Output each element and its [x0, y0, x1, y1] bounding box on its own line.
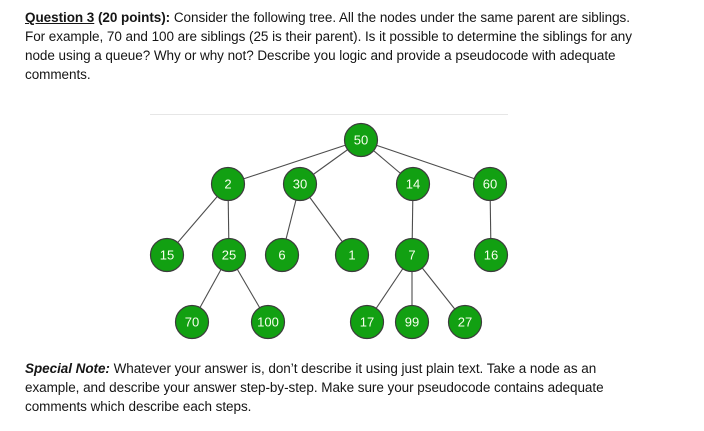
tree-node-label: 100	[257, 315, 279, 330]
tree-node-circle	[349, 304, 385, 340]
tree-node-label: 7	[408, 248, 415, 263]
question-points: (20 points):	[94, 10, 171, 25]
tree-node-label: 25	[222, 248, 236, 263]
tree-node-label: 16	[484, 248, 498, 263]
special-note-line-1: Special Note: Whatever your answer is, d…	[25, 359, 695, 378]
tree-node-circle	[264, 237, 300, 273]
question-line-2: For example, 70 and 100 are siblings (25…	[25, 29, 632, 44]
special-note-line-2: example, and describe your answer step-b…	[25, 380, 604, 395]
special-note-line-3: comments which describe each steps.	[25, 399, 252, 414]
special-note-line-1-text: Whatever your answer is, don’t describe …	[109, 361, 597, 376]
tree-node-circle	[472, 166, 508, 202]
tree-node-circle	[149, 237, 185, 273]
tree-node-16: 16	[473, 237, 509, 273]
question-line-3: node using a queue? Why or why not? Desc…	[25, 48, 616, 63]
tree-node-circle	[473, 237, 509, 273]
tree-node-label: 6	[278, 248, 285, 263]
tree-node-label: 27	[458, 315, 472, 330]
tree-node-circle	[334, 237, 370, 273]
tree-node-circle	[210, 166, 246, 202]
tree-edge-50-60	[360, 139, 491, 185]
tree-node-circle	[394, 237, 430, 273]
tree-node-1: 1	[334, 237, 370, 273]
special-note-label: Special Note:	[25, 361, 110, 376]
question-paragraph: Question 3 (20 points): Consider the fol…	[25, 8, 695, 84]
tree-node-70: 70	[174, 304, 210, 340]
tree-node-label: 2	[224, 177, 231, 192]
tree-node-label: 15	[160, 248, 174, 263]
tree-node-circle	[250, 304, 286, 340]
tree-node-15: 15	[149, 237, 185, 273]
tree-node-circle	[282, 166, 318, 202]
tree-node-60: 60	[472, 166, 508, 202]
tree-node-17: 17	[349, 304, 385, 340]
question-line-4: comments.	[25, 67, 91, 82]
tree-node-100: 100	[250, 304, 286, 340]
tree-node-circle	[394, 304, 430, 340]
tree-node-circle	[343, 122, 379, 158]
tree-node-6: 6	[264, 237, 300, 273]
question-line-1: Question 3 (20 points): Consider the fol…	[25, 8, 695, 27]
tree-node-27: 27	[447, 304, 483, 340]
special-note-paragraph: Special Note: Whatever your answer is, d…	[25, 359, 695, 416]
tree-node-circle	[174, 304, 210, 340]
tree-node-circle	[447, 304, 483, 340]
tree-node-label: 30	[293, 177, 307, 192]
question-line-1-text: Consider the following tree. All the nod…	[170, 10, 630, 25]
figure-top-border	[150, 114, 508, 115]
tree-node-2: 2	[210, 166, 246, 202]
tree-node-circle	[211, 237, 247, 273]
tree-node-label: 70	[185, 315, 199, 330]
tree-node-label: 1	[348, 248, 355, 263]
tree-node-label: 17	[360, 315, 374, 330]
question-number: Question 3	[25, 10, 95, 25]
tree-node-99: 99	[394, 304, 430, 340]
tree-node-25: 25	[211, 237, 247, 273]
tree-node-label: 50	[354, 133, 368, 148]
tree-node-circle	[395, 166, 431, 202]
tree-node-50: 50	[343, 122, 379, 158]
tree-node-30: 30	[282, 166, 318, 202]
tree-node-label: 99	[405, 315, 419, 330]
tree-node-7: 7	[394, 237, 430, 273]
tree-node-label: 60	[483, 177, 497, 192]
tree-node-label: 14	[406, 177, 420, 192]
tree-node-14: 14	[395, 166, 431, 202]
tree-edge-50-2	[227, 139, 362, 185]
